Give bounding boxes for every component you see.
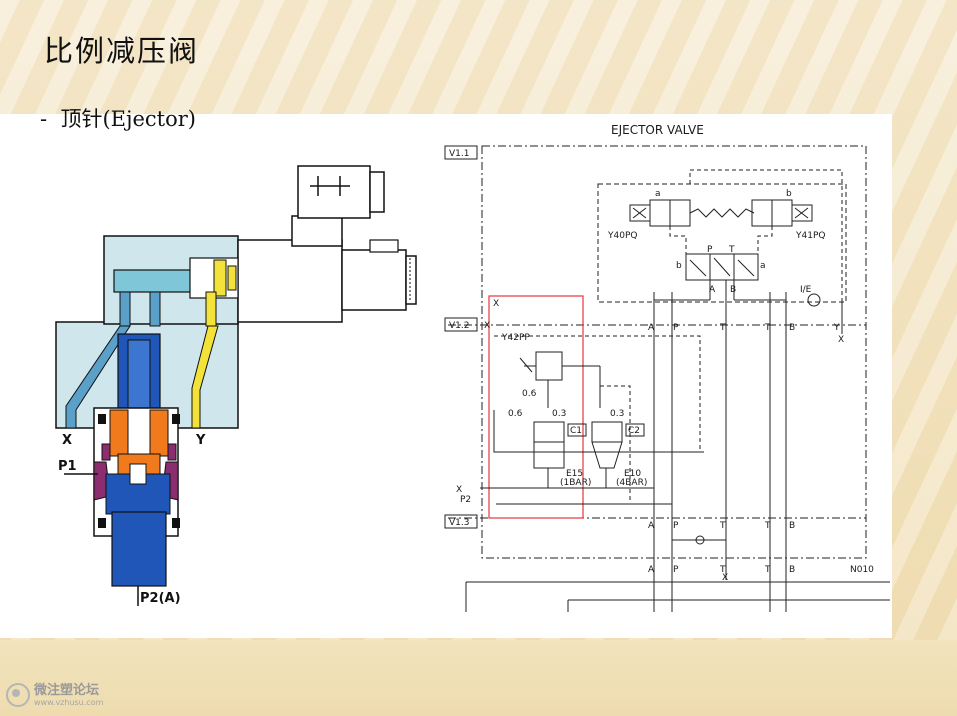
ie-label: I/E bbox=[800, 285, 812, 295]
main-coil-b: b bbox=[676, 261, 682, 271]
port-p2-label: P2(A) bbox=[140, 591, 181, 606]
port-x-top: X bbox=[493, 299, 499, 309]
slide-footer-band bbox=[0, 640, 957, 716]
orifice-03b: 0.3 bbox=[610, 409, 624, 419]
row-p-3: P bbox=[673, 565, 679, 575]
e15-label: E15 bbox=[566, 469, 583, 479]
ejector-valve-schematic: EJECTOR VALVE V1.1 V1.2 V1.3 a b Y40PQ Y… bbox=[444, 123, 890, 612]
row-p-1: P bbox=[673, 323, 679, 333]
slide-subtitle: - 顶针(Ejector) bbox=[40, 107, 196, 131]
orifice-06a: 0.6 bbox=[522, 389, 537, 399]
row-t-5: T bbox=[719, 565, 726, 575]
port-x-bottom: X bbox=[722, 573, 728, 583]
watermark-logo: 微注塑论坛 www.vzhusu.com bbox=[6, 683, 103, 707]
coil-b-label: b bbox=[786, 189, 792, 199]
valve-port-b: B bbox=[730, 285, 736, 295]
level-v12: V1.2 bbox=[449, 321, 469, 331]
port-x-p2: X bbox=[456, 485, 462, 495]
valve-port-t: T bbox=[728, 245, 735, 255]
code-n010: N010 bbox=[850, 565, 874, 575]
port-x-right: X bbox=[838, 335, 844, 345]
port-y-right: Y bbox=[833, 323, 840, 333]
row-t-1: T bbox=[719, 323, 726, 333]
valve-port-p: P bbox=[707, 245, 713, 255]
watermark-name: 微注塑论坛 bbox=[34, 682, 100, 698]
row-b-1: B bbox=[789, 323, 795, 333]
port-p1-label: P1 bbox=[58, 459, 77, 474]
main-coil-a: a bbox=[760, 261, 766, 271]
slide-title: 比例减压阀 bbox=[44, 34, 200, 68]
row-t-4: T bbox=[764, 521, 771, 531]
solenoid-y42pp: Y42PP bbox=[501, 333, 530, 343]
row-b-3: B bbox=[789, 565, 795, 575]
schematic-title: EJECTOR VALVE bbox=[611, 123, 704, 137]
valve-port-a: A bbox=[709, 285, 716, 295]
row-a-1: A bbox=[648, 323, 655, 333]
c2-label: C2 bbox=[628, 426, 640, 436]
row-a-2: A bbox=[648, 521, 655, 531]
orifice-03a: 0.3 bbox=[552, 409, 566, 419]
row-t-6: T bbox=[764, 565, 771, 575]
e15-bar-label: (1BAR) bbox=[560, 478, 591, 488]
solenoid-y41pq: Y41PQ bbox=[795, 231, 825, 241]
level-v13: V1.3 bbox=[449, 518, 469, 528]
port-y-label: Y bbox=[195, 433, 206, 448]
row-p-2: P bbox=[673, 521, 679, 531]
port-x-label: X bbox=[62, 433, 72, 448]
c1-label: C1 bbox=[570, 426, 582, 436]
row-b-2: B bbox=[789, 521, 795, 531]
valve-cutaway: X Y P1 P2(A) bbox=[55, 165, 417, 606]
e10-label: E10 bbox=[624, 469, 641, 479]
level-v11: V1.1 bbox=[449, 149, 469, 159]
row-t-2: T bbox=[764, 323, 771, 333]
port-p2-schematic: P2 bbox=[460, 495, 471, 505]
row-a-3: A bbox=[648, 565, 655, 575]
orifice-06b: 0.6 bbox=[508, 409, 523, 419]
watermark-url: www.vzhusu.com bbox=[34, 697, 104, 707]
port-x-mid: X bbox=[484, 321, 490, 331]
row-t-3: T bbox=[719, 521, 726, 531]
solenoid-y40pq: Y40PQ bbox=[607, 231, 637, 241]
watermark-icon bbox=[6, 683, 30, 707]
coil-a-label: a bbox=[655, 189, 661, 199]
e10-bar-label: (4BAR) bbox=[616, 478, 647, 488]
